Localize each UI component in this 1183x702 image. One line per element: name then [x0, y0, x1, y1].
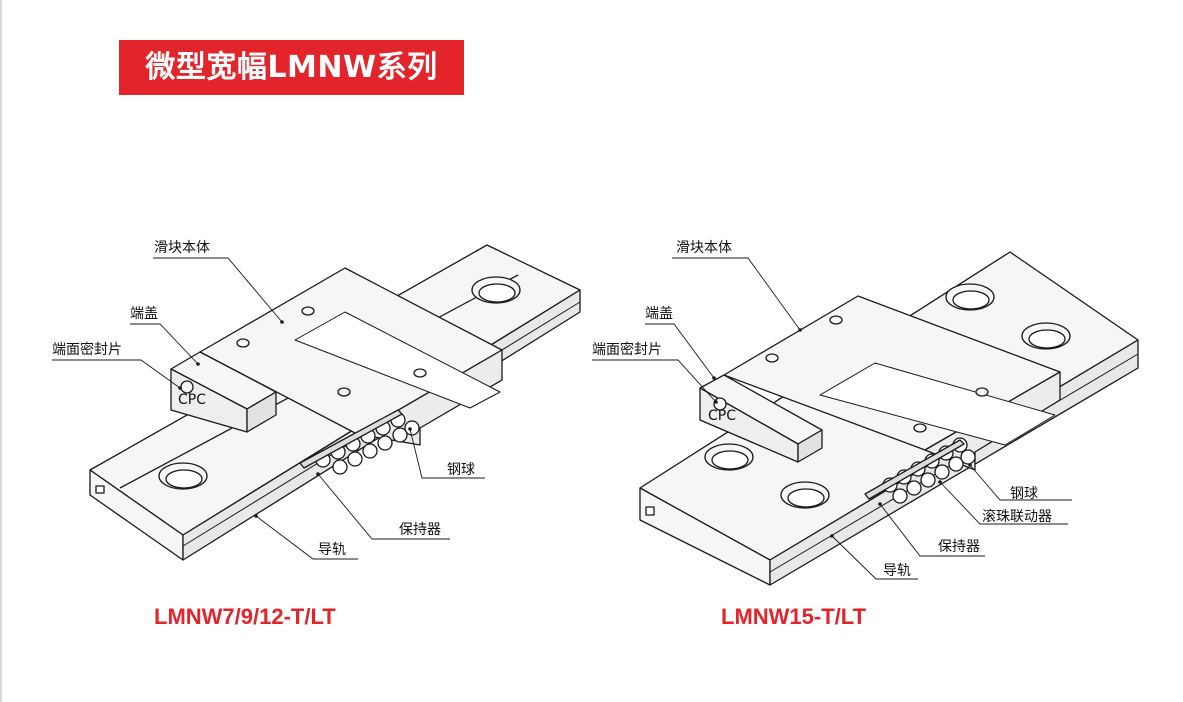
- svg-text:CPC: CPC: [178, 392, 206, 408]
- left-callouts: [52, 257, 485, 560]
- right-label-retainer: 保持器: [938, 539, 980, 555]
- right-model-name: LMNW15-T/LT: [721, 604, 867, 629]
- page-left-border: [0, 0, 2, 702]
- series-title-banner: 微型宽幅LMNW系列: [119, 40, 464, 95]
- left-assembly: CPC: [89, 244, 581, 561]
- right-screw-hole-1: [829, 315, 843, 325]
- left-screw-hole-4: [337, 387, 351, 397]
- left-screw-hole-2: [236, 338, 250, 348]
- left-label-end-seal: 端面密封片: [52, 341, 122, 358]
- right-label-rail: 导轨: [883, 563, 911, 579]
- left-screw-hole-3: [413, 368, 427, 378]
- right-labels: 滑块本体 端盖 端面密封片 钢球 滚珠联动器 保持器 导轨: [592, 239, 1052, 579]
- right-label-ball-chain: 滚珠联动器: [982, 508, 1052, 525]
- left-retainer: [299, 409, 403, 469]
- left-label-end-cap: 端盖: [130, 306, 158, 322]
- svg-text:CPC: CPC: [708, 408, 736, 424]
- right-screw-hole-2: [765, 353, 779, 363]
- left-model-name: LMNW7/9/12-T/LT: [154, 604, 336, 629]
- right-screw-hole-3: [975, 387, 989, 397]
- right-label-steel-ball: 钢球: [1010, 486, 1038, 502]
- left-label-slider-body: 滑块本体: [154, 239, 210, 256]
- right-label-end-seal: 端面密封片: [592, 341, 662, 358]
- right-assembly: CPC: [639, 251, 1139, 586]
- left-label-retainer: 保持器: [399, 522, 441, 538]
- right-label-end-cap: 端盖: [645, 306, 673, 322]
- left-label-steel-ball: 钢球: [447, 462, 475, 478]
- left-slider-body: [199, 267, 503, 446]
- left-labels: 滑块本体 端盖 端面密封片 钢球 保持器 导轨: [52, 239, 475, 558]
- left-callout-dots: [178, 320, 412, 518]
- right-retainer: [864, 439, 965, 500]
- left-screw-hole-1: [301, 306, 315, 316]
- right-callout-dots: [712, 328, 972, 538]
- left-label-rail: 导轨: [318, 542, 346, 558]
- right-end-cap: CPC: [699, 374, 823, 463]
- left-end-cap: CPC: [170, 351, 277, 433]
- right-label-slider-body: 滑块本体: [676, 239, 732, 256]
- right-screw-hole-4: [913, 423, 927, 433]
- right-callouts: [592, 257, 1072, 580]
